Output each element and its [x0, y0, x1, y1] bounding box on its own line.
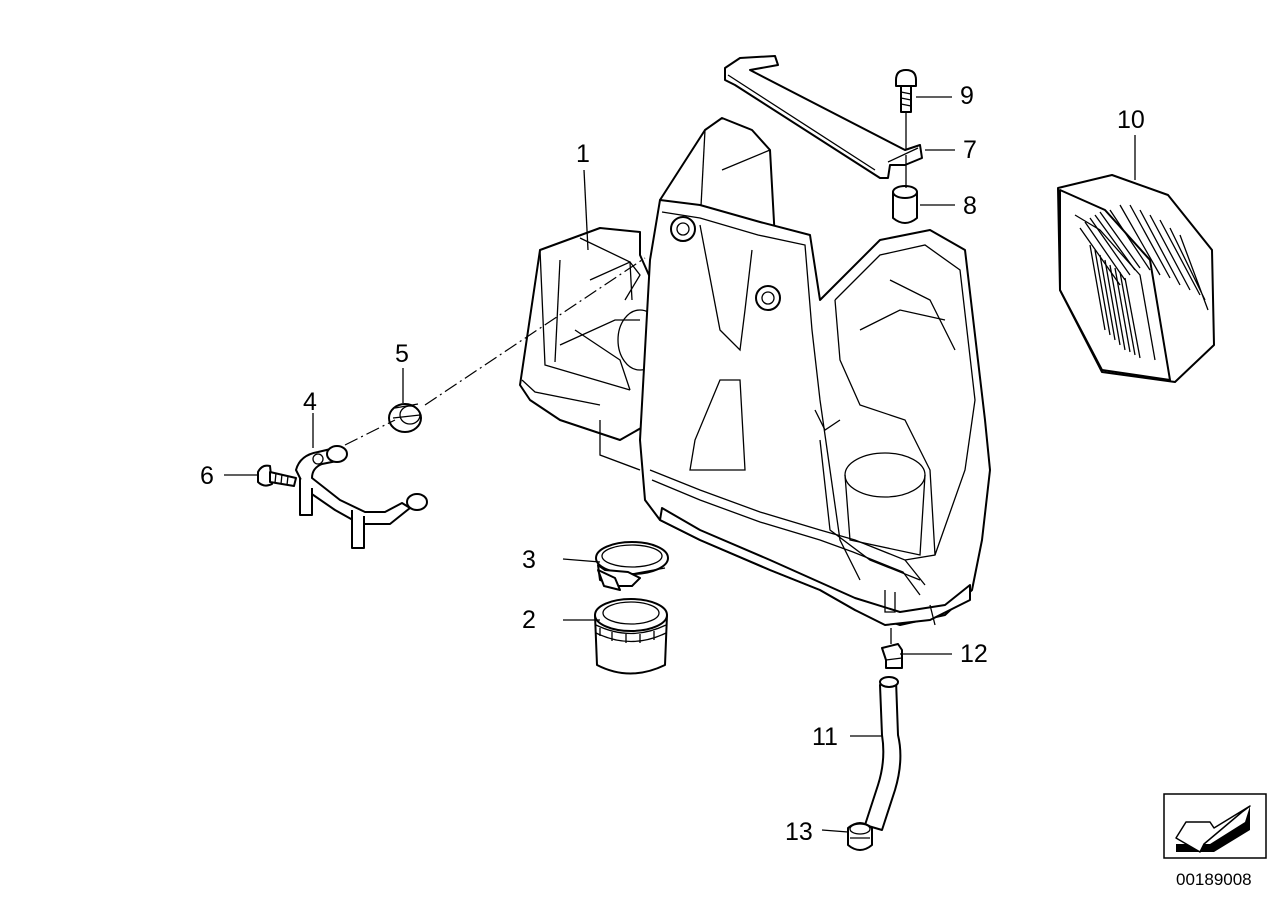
leader-lines	[224, 96, 1136, 833]
mounting-bracket[interactable]	[724, 55, 923, 179]
rubber-bushing[interactable]	[892, 185, 918, 224]
air-filter-housing[interactable]	[519, 117, 991, 626]
callout-6: 6	[200, 462, 214, 490]
callout-2: 2	[522, 606, 536, 634]
callout-4: 4	[303, 388, 317, 416]
callout-13: 13	[785, 818, 813, 846]
drain-hose[interactable]	[864, 676, 902, 831]
drain-cap[interactable]	[847, 822, 873, 851]
callout-7: 7	[963, 136, 977, 164]
callout-12: 12	[960, 640, 988, 668]
bolt-screw[interactable]	[895, 69, 917, 188]
callout-8: 8	[963, 192, 977, 220]
document-number: 00189008	[1176, 870, 1252, 889]
small-screw[interactable]	[257, 464, 297, 487]
callouts: 1 2 3 4 5 6 7 8 9 10 11 12 13	[200, 82, 1145, 846]
callout-3: 3	[522, 546, 536, 574]
breather-pipe[interactable]	[295, 445, 428, 549]
orientation-box	[1163, 793, 1267, 859]
air-filter-element[interactable]	[1057, 174, 1215, 383]
callout-11: 11	[812, 723, 838, 751]
intake-sleeve[interactable]	[594, 598, 668, 675]
callout-9: 9	[960, 82, 974, 110]
arrow-icon	[1175, 805, 1251, 853]
grommet[interactable]	[388, 403, 422, 433]
callout-1: 1	[576, 140, 590, 168]
hose-clip[interactable]	[881, 628, 903, 669]
assembly-centerline	[344, 257, 646, 446]
callout-10: 10	[1117, 106, 1145, 134]
callout-5: 5	[395, 340, 409, 368]
hose-clamp[interactable]	[595, 541, 669, 591]
filter-pleats	[1079, 204, 1209, 359]
